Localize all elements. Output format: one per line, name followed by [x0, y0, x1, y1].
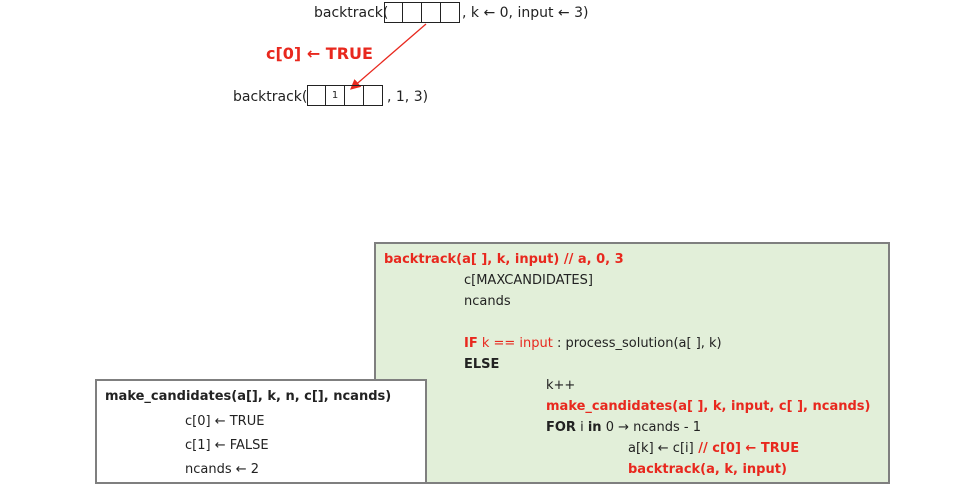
top-call-suffix: , k ← 0, input ← 3)	[462, 5, 589, 21]
code-assign-line: a[k] ← c[i] // c[0] ← TRUE	[628, 441, 799, 457]
make-line: c[1] ← FALSE	[185, 438, 269, 453]
keyword-else: ELSE	[464, 357, 500, 372]
code-assign: a[k] ← c[i]	[628, 441, 694, 456]
make-line: ncands ← 2	[185, 462, 260, 477]
if-rest: : process_solution(a[ ], k)	[552, 336, 722, 351]
array-cell	[422, 2, 441, 23]
for-var: i	[575, 420, 588, 435]
code-increment: k++	[546, 378, 576, 393]
child-call-array: 1	[307, 85, 387, 108]
keyword-if: IF	[464, 336, 478, 351]
code-comment: // c[0] ← TRUE	[693, 441, 800, 456]
array-cell: 1	[326, 85, 345, 106]
top-call-array	[384, 2, 464, 25]
code-decl: c[MAXCANDIDATES]	[464, 273, 593, 288]
keyword-for: FOR	[546, 420, 576, 435]
array-cell	[384, 2, 403, 23]
backtrack-code-box: backtrack(a[ ], k, input) // a, 0, 3 c[M…	[374, 242, 890, 484]
for-range: 0 → ncands - 1	[601, 420, 701, 435]
array-cell	[441, 2, 460, 23]
make-candidates-box: make_candidates(a[], k, n, c[], ncands) …	[95, 379, 427, 484]
child-call-suffix: , 1, 3)	[387, 89, 429, 105]
keyword-in: in	[587, 420, 602, 435]
array-cell	[345, 85, 364, 106]
top-call-prefix: backtrack(	[314, 5, 389, 21]
array-cell	[403, 2, 422, 23]
code-header: backtrack(a[ ], k, input) // a, 0, 3	[384, 252, 624, 267]
code-if-line: IF k == input : process_solution(a[ ], k…	[464, 336, 722, 352]
array-cell	[307, 85, 326, 106]
edge-label: c[0] ← TRUE	[266, 44, 373, 63]
child-call-prefix: backtrack(	[233, 89, 308, 105]
make-header: make_candidates(a[], k, n, c[], ncands)	[105, 389, 392, 404]
code-make-call: make_candidates(a[ ], k, input, c[ ], nc…	[546, 399, 871, 414]
make-line: c[0] ← TRUE	[185, 414, 265, 429]
array-cell	[364, 85, 383, 106]
edge-arrow	[350, 23, 427, 90]
if-condition: k == input	[477, 336, 553, 351]
code-decl: ncands	[464, 294, 511, 309]
code-recurse: backtrack(a, k, input)	[628, 462, 787, 477]
code-for-line: FOR i in 0 → ncands - 1	[546, 420, 701, 436]
